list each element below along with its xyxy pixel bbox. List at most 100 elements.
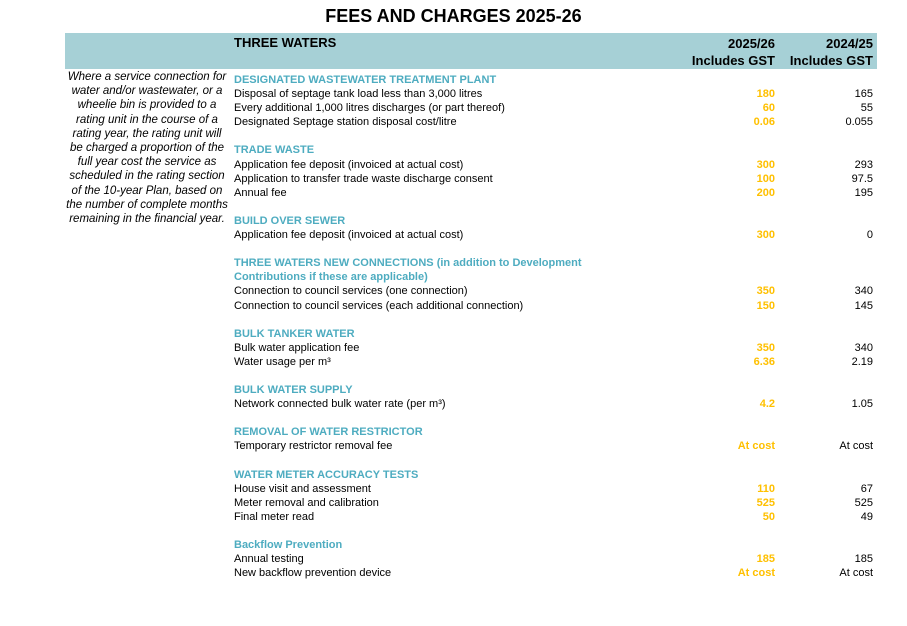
fee-label: Temporary restrictor removal fee: [234, 440, 393, 453]
fee-row: Application to transfer trade waste disc…: [234, 172, 873, 186]
fee-2025-26: 150: [756, 299, 775, 312]
group-spacer: [234, 411, 873, 425]
fee-label: Application to transfer trade waste disc…: [234, 172, 493, 185]
fee-2024-25: 0.055: [845, 116, 873, 129]
fee-row: Network connected bulk water rate (per m…: [234, 397, 873, 411]
fee-2025-26: 6.36: [753, 355, 775, 368]
fee-2024-25: 97.5: [851, 172, 873, 185]
fee-2025-26: 350: [756, 341, 775, 354]
fee-label: Water usage per m³: [234, 355, 331, 368]
fee-row: Final meter read 50 49: [234, 510, 873, 524]
fee-2024-25: 185: [854, 553, 873, 566]
fee-2024-25: 340: [854, 341, 873, 354]
fee-label: Every additional 1,000 litres discharges…: [234, 102, 505, 115]
fee-label: Connection to council services (one conn…: [234, 285, 468, 298]
fee-2025-26: 60: [762, 102, 775, 115]
fee-2025-26: At cost: [737, 567, 775, 580]
fee-2025-26: 300: [756, 158, 775, 171]
fee-2025-26: At cost: [737, 440, 775, 453]
fee-2025-26: 350: [756, 285, 775, 298]
fee-2024-25: 340: [854, 285, 873, 298]
fee-row: Disposal of septage tank load less than …: [234, 87, 873, 101]
group-heading: BULK WATER SUPPLY: [234, 384, 353, 397]
fee-2025-26: 180: [756, 88, 775, 101]
fee-row: Connection to council services (each add…: [234, 299, 873, 313]
group-heading-row: TRADE WASTE: [234, 143, 873, 157]
fee-row: Application fee deposit (invoiced at act…: [234, 158, 873, 172]
group-heading-row: Contributions if these are applicable): [234, 270, 873, 284]
fee-2024-25: 293: [854, 158, 873, 171]
fee-2025-26: 0.06: [753, 116, 775, 129]
fee-label: Application fee deposit (invoiced at act…: [234, 158, 464, 171]
fee-label: Network connected bulk water rate (per m…: [234, 398, 446, 411]
group-heading-row: BULK WATER SUPPLY: [234, 383, 873, 397]
fee-2024-25: At cost: [839, 440, 873, 453]
fee-2024-25: 49: [860, 510, 873, 523]
group-heading-row: THREE WATERS NEW CONNECTIONS (in additio…: [234, 256, 873, 270]
fee-2025-26: 50: [762, 510, 775, 523]
fee-table: DESIGNATED WASTEWATER TREATMENT PLANT Dis…: [234, 73, 873, 580]
fee-row: Designated Septage station disposal cost…: [234, 115, 873, 129]
group-spacer: [234, 200, 873, 214]
group-spacer: [234, 242, 873, 256]
fee-label: Application fee deposit (invoiced at act…: [234, 229, 464, 242]
fee-row: Every additional 1,000 litres discharges…: [234, 101, 873, 115]
fee-label: New backflow prevention device: [234, 567, 392, 580]
group-heading: WATER METER ACCURACY TESTS: [234, 468, 419, 481]
fee-2025-26: 100: [756, 172, 775, 185]
fee-2025-26: 525: [756, 496, 775, 509]
section-title: THREE WATERS: [234, 35, 337, 50]
fee-2024-25: 55: [860, 102, 873, 115]
table-header-band: THREE WATERS 2025/26 Includes GST 2024/2…: [65, 33, 877, 69]
fee-label: House visit and assessment: [234, 482, 371, 495]
fee-label: Connection to council services (each add…: [234, 299, 524, 312]
column-header-year: 2024/25: [826, 36, 873, 51]
fee-row: Application fee deposit (invoiced at act…: [234, 228, 873, 242]
fee-2025-26: 4.2: [759, 398, 775, 411]
group-heading: THREE WATERS NEW CONNECTIONS (in additio…: [234, 257, 582, 270]
fee-2024-25: 1.05: [851, 398, 873, 411]
group-heading: BUILD OVER SEWER: [234, 214, 346, 227]
fee-label: Annual fee: [234, 186, 287, 199]
group-spacer: [234, 129, 873, 143]
column-header-year: 2025/26: [728, 36, 775, 51]
column-header-gst: Includes GST: [691, 53, 775, 68]
fee-2025-26: 200: [756, 186, 775, 199]
fee-2025-26: 185: [756, 553, 775, 566]
fee-2024-25: 165: [854, 88, 873, 101]
group-spacer: [234, 369, 873, 383]
group-spacer: [234, 454, 873, 468]
group-heading-row: DESIGNATED WASTEWATER TREATMENT PLANT: [234, 73, 873, 87]
fee-row: Connection to council services (one conn…: [234, 284, 873, 298]
fee-row: Annual fee 200 195: [234, 186, 873, 200]
group-spacer: [234, 524, 873, 538]
group-heading-row: BUILD OVER SEWER: [234, 214, 873, 228]
fee-row: Temporary restrictor removal fee At cost A…: [234, 439, 873, 453]
group-heading: BULK TANKER WATER: [234, 327, 355, 340]
fee-row: New backflow prevention device At cost At …: [234, 566, 873, 580]
page-title: FEES AND CHARGES 2025-26: [325, 6, 582, 26]
fee-2024-25: 145: [854, 299, 873, 312]
fee-2024-25: 195: [854, 186, 873, 199]
column-header-2024-25: 2024/25 Includes GST: [790, 35, 873, 69]
fee-label: Final meter read: [234, 510, 315, 523]
fee-2024-25: 67: [860, 482, 873, 495]
group-heading: REMOVAL OF WATER RESTRICTOR: [234, 426, 423, 439]
group-heading: Contributions if these are applicable): [234, 271, 428, 284]
group-heading: TRADE WASTE: [234, 144, 315, 157]
fee-2025-26: 300: [756, 229, 775, 242]
column-header-2025-26: 2025/26 Includes GST: [692, 35, 775, 69]
fee-2024-25: 0: [866, 229, 873, 242]
fee-label: Designated Septage station disposal cost…: [234, 116, 457, 129]
group-heading: DESIGNATED WASTEWATER TREATMENT PLANT: [234, 74, 497, 86]
fee-2024-25: At cost: [839, 567, 873, 580]
fee-2024-25: 525: [854, 496, 873, 509]
fee-label: Meter removal and calibration: [234, 496, 379, 509]
fee-label: Disposal of septage tank load less than …: [234, 88, 483, 101]
fee-row: Meter removal and calibration 525 525: [234, 496, 873, 510]
group-heading: Backflow Prevention: [234, 539, 343, 552]
